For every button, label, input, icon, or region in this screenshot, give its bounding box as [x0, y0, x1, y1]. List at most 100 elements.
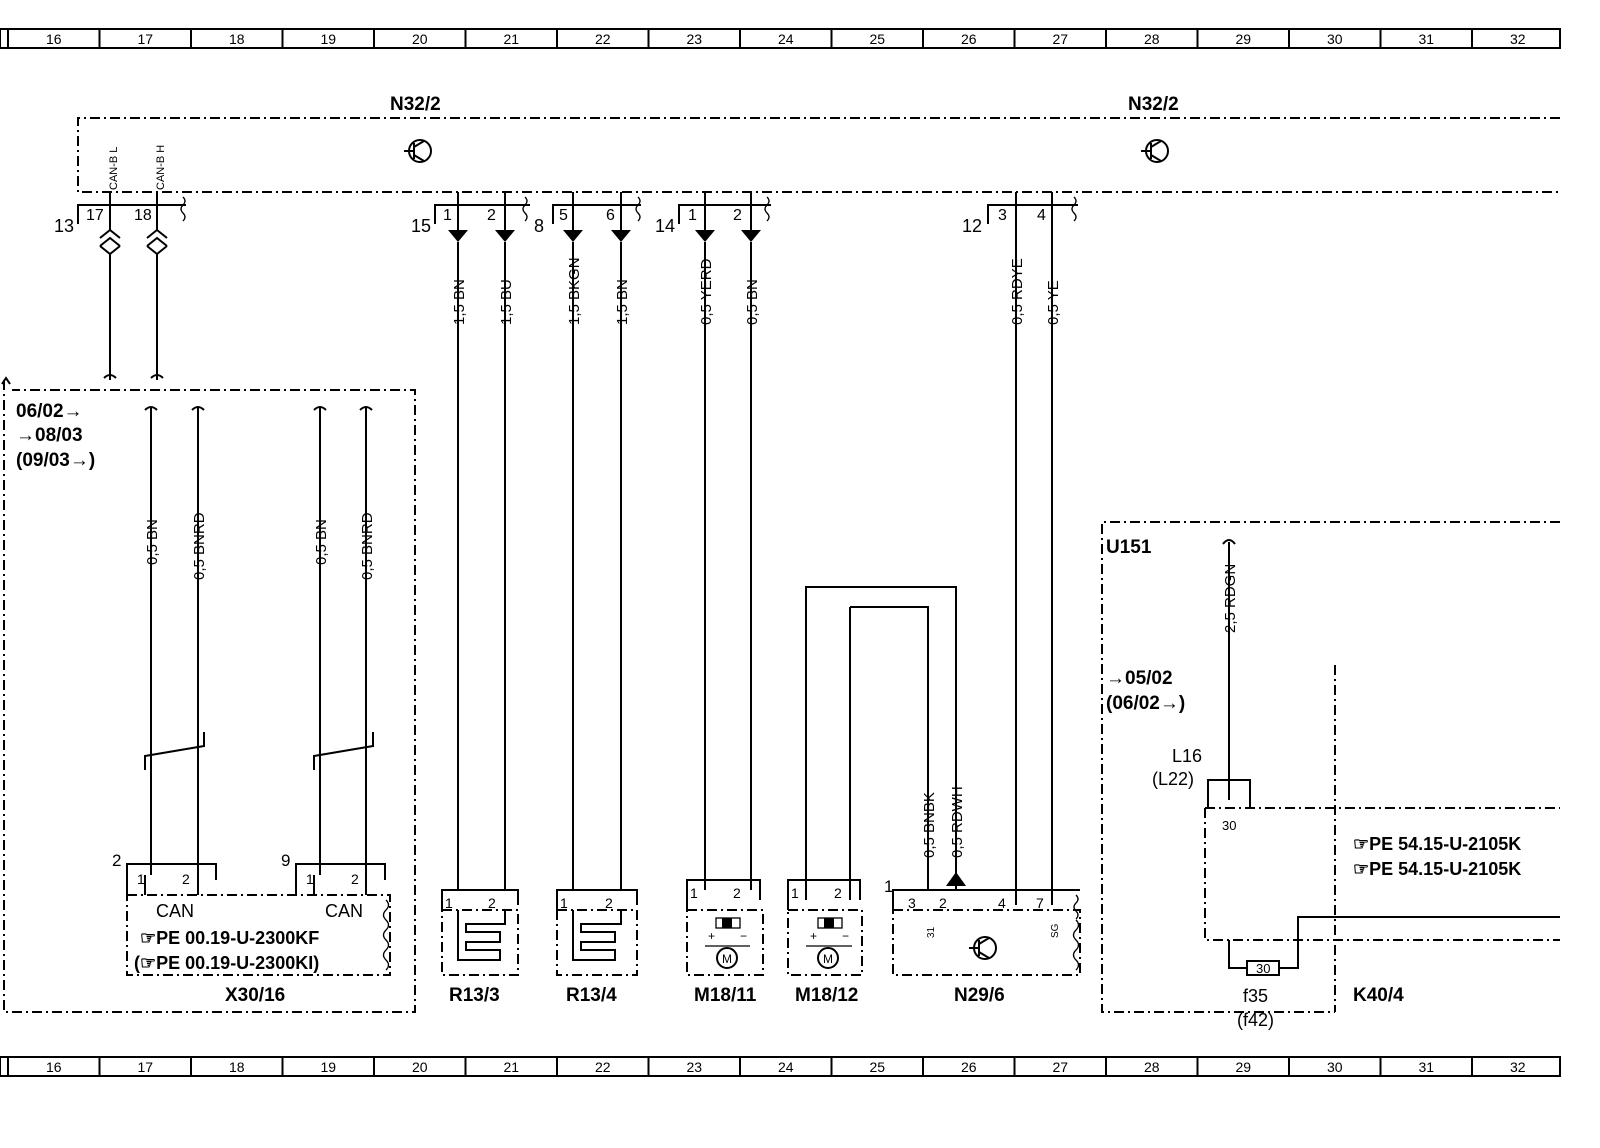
svg-text:1: 1 [445, 895, 453, 911]
svg-text:06/02→: 06/02→ [16, 401, 83, 422]
ruler-column-number: 27 [1052, 31, 1068, 47]
svg-text:17: 17 [86, 207, 104, 224]
reference-link: ☞PE 54.15-U-2105K [1353, 859, 1521, 879]
ruler-column-number: 27 [1052, 1059, 1068, 1075]
svg-text:4: 4 [1037, 207, 1046, 224]
wire-label: 1,5 BN [614, 279, 631, 325]
ruler-column-number: 20 [412, 31, 428, 47]
svg-text:M: M [722, 952, 732, 966]
pin-group-12: 12 3 4 [962, 192, 1078, 236]
component-label: M18/11 [694, 985, 757, 1006]
transistor-icon [1141, 139, 1169, 163]
motor-m18-12: 1 2 +− M M18/12 [787, 586, 957, 1006]
svg-text:2: 2 [488, 895, 496, 911]
component-label: R13/3 [449, 985, 500, 1006]
svg-text:18: 18 [134, 207, 152, 224]
wire-label: 0,5 RDYE [1009, 258, 1026, 325]
control-unit-n32-2: N32/2 N32/2 [77, 94, 1560, 193]
svg-text:14: 14 [655, 216, 675, 236]
svg-text:1: 1 [688, 207, 697, 224]
svg-text:(06/02→): (06/02→) [1106, 693, 1185, 714]
svg-text:(09/03→): (09/03→) [16, 450, 95, 471]
control-unit-label: N32/2 [390, 94, 441, 115]
svg-text:5: 5 [559, 207, 568, 224]
x30-16-box: 06/02→ →08/03 (09/03→) 0,5 BN 0,5 BNRD 0… [1, 376, 416, 1013]
wire-label: 1,5 BN [451, 279, 468, 325]
svg-text:CAN: CAN [156, 901, 194, 921]
svg-text:SG: SG [1050, 923, 1061, 938]
svg-text:1: 1 [791, 885, 799, 901]
ruler-column-number: 17 [137, 31, 153, 47]
pin-group-15: 15 1 2 8 [411, 192, 544, 242]
wire-label: 1,5 BU [498, 279, 515, 325]
heater-r13-4: 1 2 R13/4 [556, 889, 638, 1006]
wire-bundle: 1,5 BN 1,5 BU 1,5 BKGN 1,5 BN 0,5 YERD 0… [451, 225, 1062, 905]
u151-box: U151 →05/02 (06/02→) 2,5 RDGN L16 (L22) … [1101, 521, 1560, 1030]
wire-label: 0,5 YERD [698, 258, 715, 325]
ruler-column-number: 21 [503, 1059, 519, 1075]
svg-text:→05/02: →05/02 [1106, 668, 1173, 689]
ruler-column-number: 32 [1510, 31, 1526, 47]
control-unit-n29-6: 0,5 BNBK 0,5 RDWH 1 3 2 4 7 31 SG N29/6 [884, 786, 1081, 1006]
svg-text:(f42): (f42) [1237, 1010, 1274, 1030]
svg-text:30: 30 [1256, 961, 1270, 976]
svg-text:9: 9 [281, 851, 290, 870]
motor-m18-11: 1 2 +− M M18/11 [686, 879, 764, 1006]
component-label: N29/6 [954, 985, 1005, 1006]
wire-label: 2,5 RDGN [1222, 564, 1239, 633]
svg-text:+: + [708, 929, 715, 943]
wire-label: 0,5 BN [313, 519, 330, 565]
svg-text:2: 2 [487, 207, 496, 224]
svg-text:2: 2 [733, 885, 741, 901]
svg-text:2: 2 [351, 871, 359, 887]
svg-text:M: M [823, 952, 833, 966]
ruler-column-number: 30 [1327, 1059, 1343, 1075]
wire-label: 1,5 BKGN [566, 257, 583, 325]
component-label: K40/4 [1353, 985, 1404, 1006]
wire-label: 0,5 BN [144, 519, 161, 565]
svg-text:2: 2 [605, 895, 613, 911]
svg-text:L16: L16 [1172, 746, 1202, 766]
ruler-column-number: 24 [778, 31, 794, 47]
svg-text:2: 2 [112, 851, 121, 870]
wire-label: 0,5 YE [1045, 280, 1062, 325]
ruler-column-number: 26 [961, 31, 977, 47]
ruler-column-number: 20 [412, 1059, 428, 1075]
ruler-column-number: 23 [686, 1059, 702, 1075]
svg-text:CAN-B L: CAN-B L [108, 147, 120, 190]
svg-text:f35: f35 [1243, 986, 1268, 1006]
svg-text:1: 1 [443, 207, 452, 224]
reference-link: (☞PE 00.19-U-2300KI) [134, 953, 319, 973]
svg-text:1: 1 [690, 885, 698, 901]
wire-label: 0,5 BNRD [191, 512, 208, 580]
wire-label: 0,5 BNRD [359, 512, 376, 580]
reference-link: ☞PE 54.15-U-2105K [1353, 834, 1521, 854]
ruler-column-number: 24 [778, 1059, 794, 1075]
ruler-column-number: 25 [869, 31, 885, 47]
ruler-column-number: 19 [320, 31, 336, 47]
transistor-icon [969, 936, 997, 960]
svg-text:U151: U151 [1106, 537, 1152, 558]
ruler-column-number: 31 [1418, 31, 1434, 47]
svg-text:1: 1 [884, 877, 893, 896]
wire-label: 0,5 RDWH [949, 786, 966, 858]
ruler-column-number: 16 [46, 1059, 62, 1075]
can-b-connector: CAN-B L CAN-B H 17 18 13 [54, 145, 186, 380]
ruler-column-number: 16 [46, 31, 62, 47]
svg-text:2: 2 [182, 871, 190, 887]
ruler-column-number: 26 [961, 1059, 977, 1075]
svg-text:CAN: CAN [325, 901, 363, 921]
svg-text:4: 4 [998, 895, 1006, 911]
ruler-column-number: 18 [229, 1059, 245, 1075]
pin-group-8: 5 6 [552, 192, 641, 242]
ruler-column-number: 29 [1235, 1059, 1251, 1075]
transistor-icon [404, 139, 432, 163]
svg-text:(L22): (L22) [1152, 769, 1194, 789]
svg-text:3: 3 [998, 207, 1007, 224]
svg-text:15: 15 [411, 216, 431, 236]
svg-text:+: + [810, 929, 817, 943]
svg-text:6: 6 [606, 207, 615, 224]
